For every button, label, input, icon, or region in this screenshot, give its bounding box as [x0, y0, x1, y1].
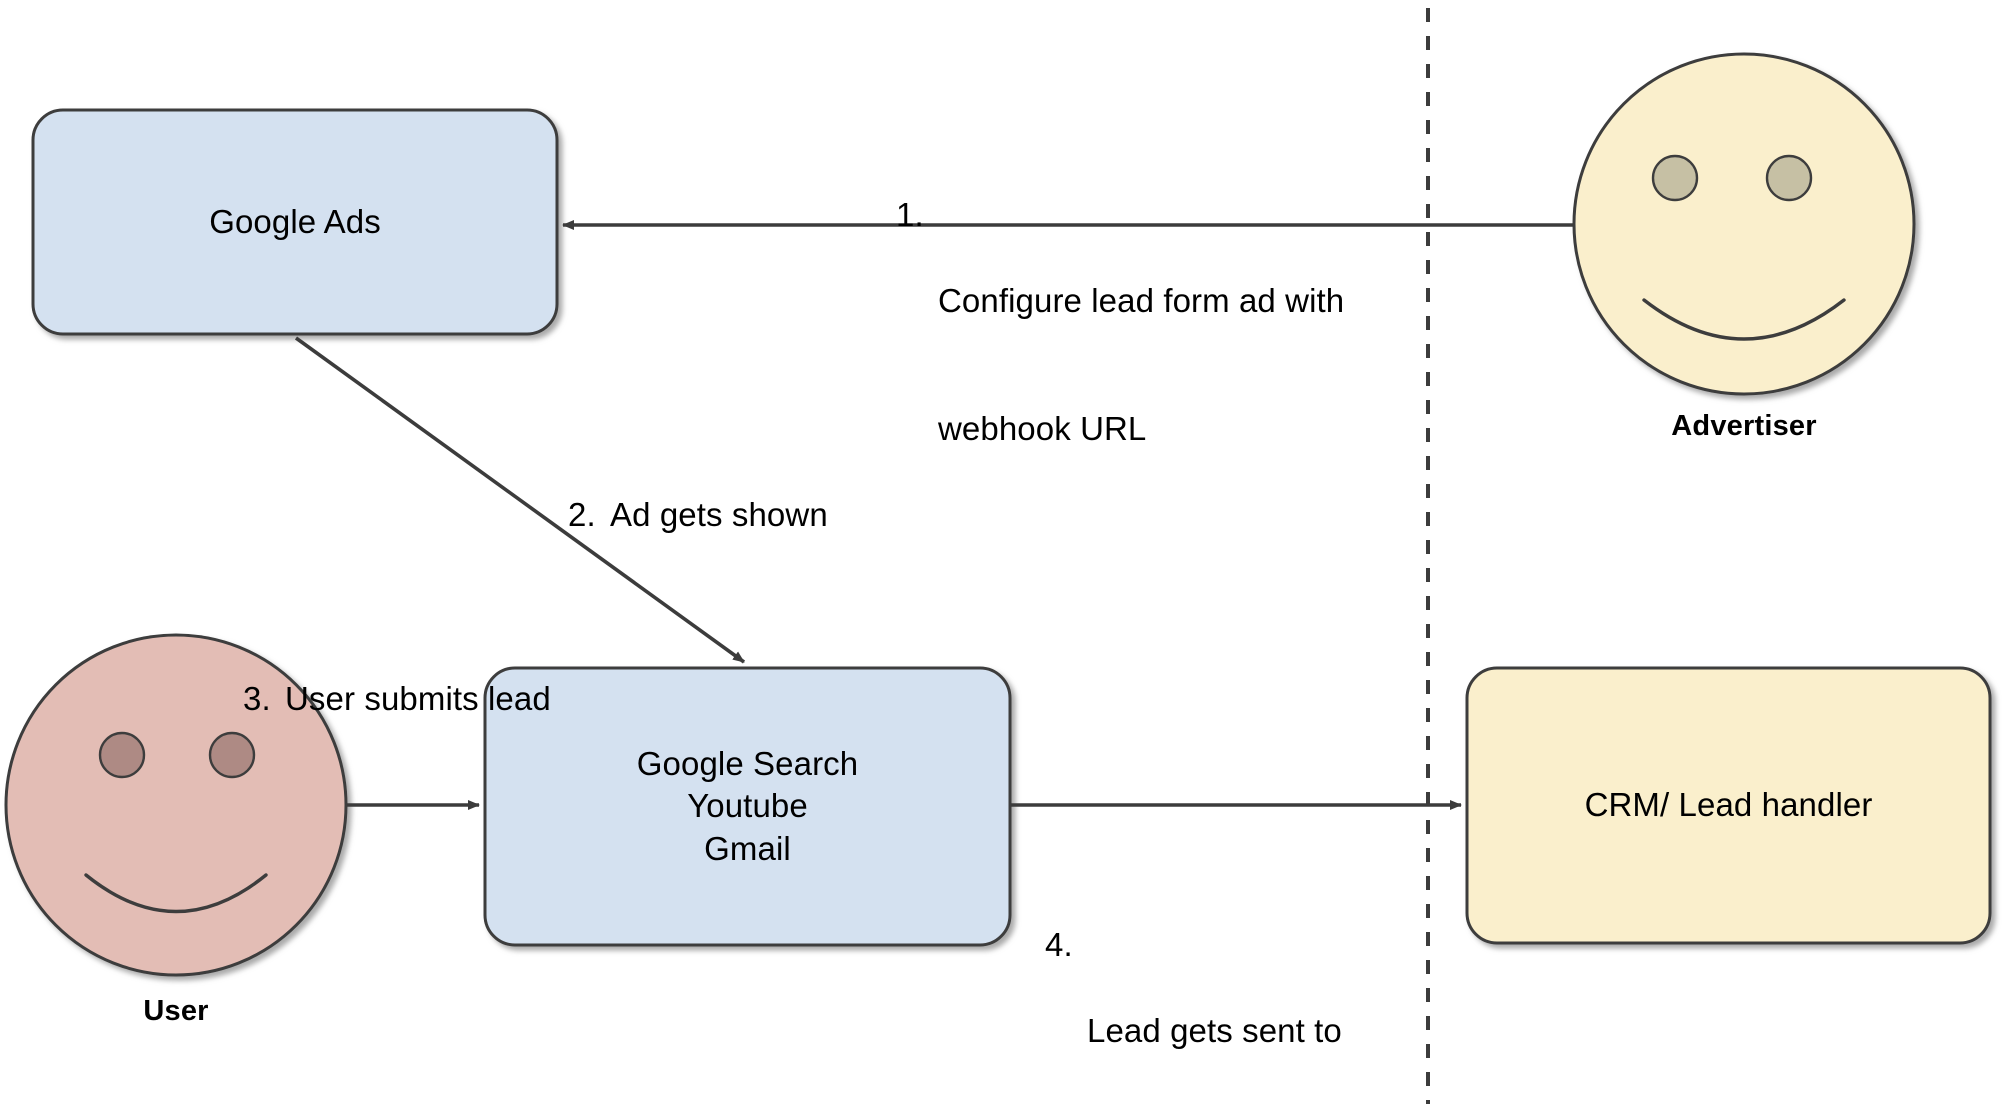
node-google-ads-box[interactable]: [31, 108, 559, 336]
step-1-number: 1.: [896, 195, 924, 233]
user-caption: User: [26, 995, 326, 1028]
step-4-number: 4.: [1045, 925, 1073, 963]
step-2-line-1: Ad gets shown: [610, 495, 828, 533]
user-caption-text: User: [143, 995, 209, 1027]
advertiser-caption: Advertiser: [1594, 410, 1894, 443]
advertiser-left-eye-icon: [1651, 154, 1699, 202]
node-user-face[interactable]: [4, 633, 348, 977]
edge-label-step-1: 1. Configure lead form ad with webhook U…: [896, 108, 1416, 623]
user-left-eye-icon: [98, 731, 146, 779]
step-1-line-1: Configure lead form ad with: [938, 281, 1345, 319]
advertiser-caption-text: Advertiser: [1671, 410, 1817, 442]
user-right-eye-icon: [208, 731, 256, 779]
advertiser-smile-icon: [1642, 298, 1846, 341]
node-crm-box[interactable]: [1465, 666, 1992, 945]
step-4-line-1: Lead gets sent to: [1087, 1011, 1342, 1049]
step-3-line-1: User submits lead: [285, 679, 551, 717]
edge-google-ads-to-surfaces: [294, 336, 746, 664]
advertiser-face-circle: [1572, 52, 1916, 396]
edge-label-step-4: 4. Lead gets sent to webhook url: [1045, 838, 1445, 1116]
advertiser-right-eye-icon: [1765, 154, 1813, 202]
step-3-number: 3.: [243, 679, 271, 717]
edge-label-step-3: 3. User submits lead: [243, 592, 643, 806]
edge-label-step-2: 2. Ad gets shown: [568, 408, 998, 622]
step-1-line-2: webhook URL: [938, 410, 1147, 448]
step-2-number: 2.: [568, 495, 596, 533]
user-smile-icon: [84, 873, 268, 914]
node-advertiser-face[interactable]: [1572, 52, 1916, 396]
